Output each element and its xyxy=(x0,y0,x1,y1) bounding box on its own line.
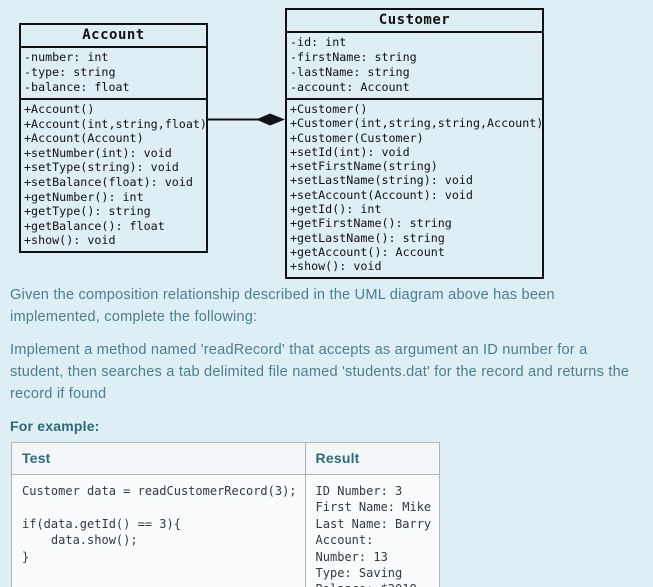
composition-diamond-icon xyxy=(256,113,285,126)
class-methods-customer: +Customer()+Customer(int,string,string,A… xyxy=(287,100,542,277)
result-output-line: First Name: Mike xyxy=(315,500,432,515)
class-method-line: +setFirstName(string) xyxy=(290,159,438,174)
class-method-line: +getLastName(): string xyxy=(290,230,445,245)
instruction-paragraph-2: Implement a method named 'readRecord' th… xyxy=(10,342,630,402)
class-attributes-customer: -id: int-firstName: string-lastName: str… xyxy=(287,33,542,100)
class-method-line: +getBalance(): float xyxy=(24,218,165,233)
class-method-line: +setType(string): void xyxy=(24,160,179,175)
test-code-line: if(data.getId() == 3){ xyxy=(22,516,181,531)
class-method-line: +Customer(Customer) xyxy=(290,130,424,145)
class-method-line: +show(): void xyxy=(24,233,116,248)
table-header-result: Result xyxy=(304,442,441,475)
class-attribute-line: -number: int xyxy=(24,50,109,64)
example-heading: For example: xyxy=(10,418,100,434)
class-method-line: +Account(int,string,float) xyxy=(24,116,206,131)
result-output-line: ID Number: 3 xyxy=(315,484,403,498)
uml-diagram: Account -number: int-type: string-balanc… xyxy=(0,0,653,279)
class-attribute-line: -id: int xyxy=(290,35,347,49)
class-method-line: +setBalance(float): void xyxy=(24,174,193,189)
class-method-line: +Account(Account) xyxy=(24,131,144,146)
uml-class-customer: Customer -id: int-firstName: string-last… xyxy=(285,8,544,279)
class-method-line: +setAccount(Account): void xyxy=(290,187,473,202)
table-header-test: Test xyxy=(11,442,306,475)
class-attribute-line: -type: string xyxy=(24,65,116,79)
table-body-row: Customer data = readCustomerRecord(3); i… xyxy=(11,474,441,587)
test-code-line xyxy=(22,499,297,515)
result-output-line: Account: xyxy=(315,533,374,548)
class-method-line: +getNumber(): int xyxy=(24,189,144,204)
class-attribute-line: -lastName: string xyxy=(290,65,410,79)
table-header-row: Test Result xyxy=(11,442,441,475)
class-attribute-line: -balance: float xyxy=(24,80,130,94)
class-method-line: +setLastName(string): void xyxy=(290,173,473,188)
result-output-line: Number: 13 xyxy=(315,549,388,564)
class-attribute-line: -firstName: string xyxy=(290,50,417,64)
result-output-line: Type: Saving xyxy=(315,566,403,581)
class-method-line: +setId(int): void xyxy=(290,144,410,159)
class-methods-account: +Account()+Account(int,string,float)+Acc… xyxy=(21,100,206,251)
uml-class-account: Account -number: int-type: string-balanc… xyxy=(19,23,208,253)
result-output-line: Last Name: Barry xyxy=(315,516,432,531)
example-table: Test Result Customer data = readCustomer… xyxy=(11,442,441,587)
test-cell: Customer data = readCustomerRecord(3); i… xyxy=(11,474,306,587)
test-code-line: data.show(); xyxy=(22,533,138,548)
class-method-line: +show(): void xyxy=(290,259,382,274)
class-title-account: Account xyxy=(21,25,206,48)
class-method-line: +getAccount(): Account xyxy=(290,244,445,259)
composition-connector xyxy=(207,113,285,126)
class-method-line: +getId(): int xyxy=(290,202,382,217)
problem-statement: Given the composition relationship descr… xyxy=(0,284,653,587)
class-method-line: +Account() xyxy=(24,102,95,116)
result-output-line: Balance: $2018 xyxy=(316,581,432,587)
class-method-line: +getFirstName(): string xyxy=(290,216,452,231)
class-title-customer: Customer xyxy=(287,10,542,33)
class-method-line: +Customer() xyxy=(290,102,368,116)
class-attribute-line: -account: Account xyxy=(290,80,410,94)
class-method-line: +Customer(int,string,string,Account) xyxy=(290,116,542,131)
test-code-line: Customer data = readCustomerRecord(3); xyxy=(22,484,297,498)
class-method-line: +setNumber(int): void xyxy=(24,145,172,160)
class-method-line: +getType(): string xyxy=(24,204,151,219)
instruction-paragraph-1: Given the composition relationship descr… xyxy=(10,287,555,325)
class-attributes-account: -number: int-type: string-balance: float xyxy=(21,48,206,100)
test-code-line: } xyxy=(22,549,30,564)
